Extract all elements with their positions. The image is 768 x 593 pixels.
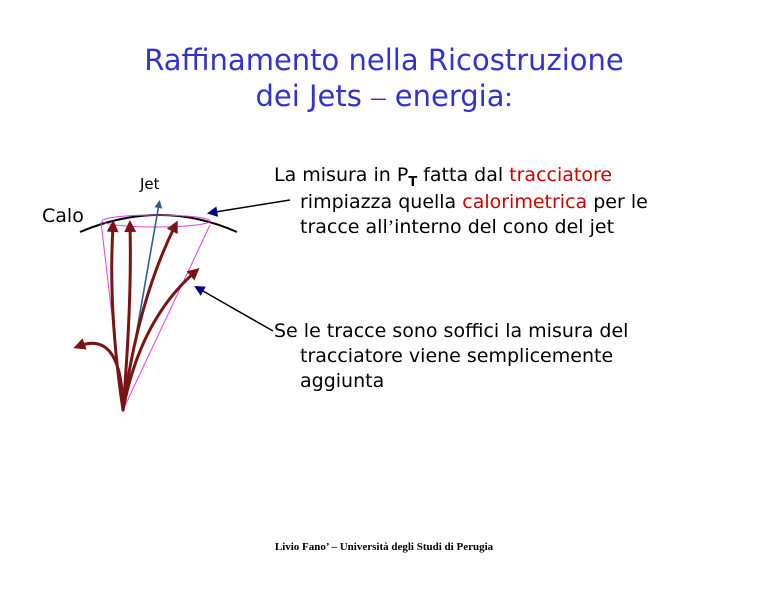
- particle-tracks: [73, 220, 200, 412]
- bullet-2-line-3: aggiunta: [300, 370, 385, 392]
- bullet-1: La misura in PT fatta dal tracciatore ri…: [274, 163, 648, 240]
- bullet-2-line-1: Se le tracce sono soffici la misura del: [274, 320, 629, 342]
- slide-title: Raffinamento nella Ricostruzione dei Jet…: [0, 42, 768, 115]
- track-5: [73, 338, 125, 412]
- title-dash: –: [371, 81, 386, 113]
- title-line-2-start: dei Jets: [255, 79, 372, 113]
- bullet-1-text-c: rimpiazza quella: [300, 191, 463, 213]
- apostrophe: ’: [387, 217, 395, 238]
- title-colon: :: [504, 81, 513, 113]
- pointer-arrow-1: [206, 199, 291, 217]
- track-2: [121, 220, 137, 412]
- bullet-1-text-a: La misura in P: [274, 164, 409, 186]
- bullet-1-text-d: per le: [587, 191, 648, 213]
- track-3: [121, 220, 178, 412]
- pointer-arrow-2: [194, 285, 274, 332]
- pt-subscript: T: [408, 175, 418, 190]
- title-line-1: Raffinamento nella Ricostruzione: [144, 43, 624, 77]
- bullet-2: Se le tracce sono soffici la misura del …: [274, 319, 628, 394]
- bullet-1-text-f: interno del cono del jet: [394, 216, 615, 238]
- calorimeter-arc: [79, 214, 238, 233]
- track-1: [106, 220, 125, 412]
- calo-label: Calo: [42, 205, 84, 227]
- footer: Livio Fano’ – Università degli Studi di …: [274, 541, 494, 553]
- bullet-1-line-3: tracce all’interno del cono del jet: [274, 215, 648, 240]
- jet-cone: [100, 214, 211, 411]
- bullet-1-line-1: La misura in PT fatta dal tracciatore: [274, 163, 648, 190]
- title-line-2: dei Jets – energia:: [0, 78, 768, 115]
- title-line-2-end: energia: [385, 79, 505, 113]
- jet-label: Jet: [140, 175, 160, 193]
- highlight-calorimetrica: calorimetrica: [462, 191, 588, 213]
- bullet-1-line-2: rimpiazza quella calorimetrica per le: [274, 190, 648, 215]
- highlight-tracciatore: tracciatore: [509, 164, 613, 186]
- bullet-1-text-b: fatta dal: [417, 164, 510, 186]
- bullet-1-text-e: tracce all: [300, 216, 388, 238]
- track-4: [121, 268, 200, 412]
- bullet-2-line-2: tracciatore viene semplicemente: [300, 345, 614, 367]
